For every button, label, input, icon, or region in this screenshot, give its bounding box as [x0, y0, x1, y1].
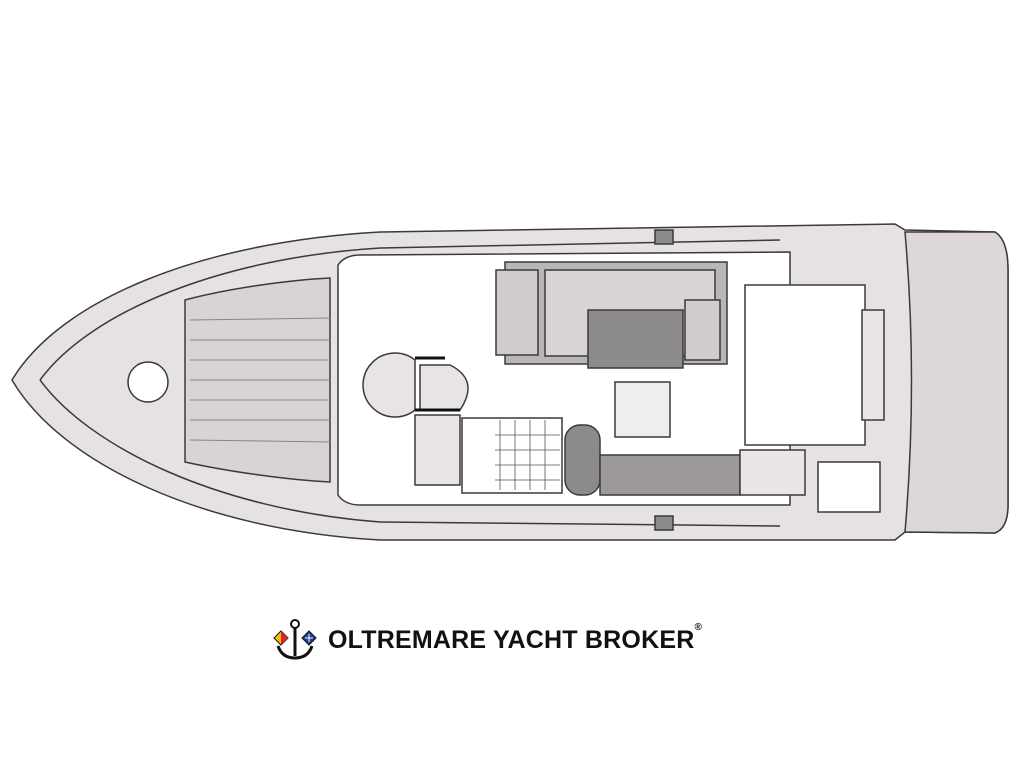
aft-sunbed [744, 284, 866, 446]
swim-platform [904, 231, 1009, 534]
stairs [739, 449, 806, 496]
cabinet [614, 381, 671, 438]
dinette-table [587, 309, 684, 369]
helm-seat [362, 352, 416, 418]
brand-logo: OLTREMARE YACHT BROKER® [272, 618, 702, 662]
brand-name: OLTREMARE YACHT BROKER® [328, 621, 703, 654]
deck-inner-line [39, 239, 781, 527]
anchor-flags-icon [273, 619, 317, 660]
helm-console [564, 424, 601, 496]
yacht-deck-plan [11, 223, 1009, 541]
galley [414, 414, 461, 486]
hatch [127, 361, 169, 403]
locker [817, 461, 881, 513]
